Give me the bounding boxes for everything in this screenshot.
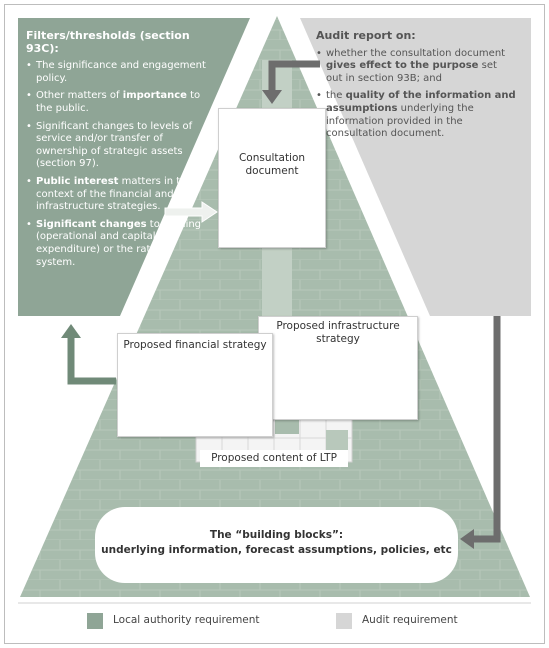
financial-strategy-box: [117, 333, 273, 437]
right-panel-heading: Audit report on:: [316, 29, 416, 42]
list-item: Significant changes to funding (operatio…: [26, 219, 206, 269]
consultation-document-box: [218, 108, 326, 248]
legend-audit-label: Audit requirement: [362, 614, 458, 626]
ltp-label: Proposed content of LTP: [200, 450, 348, 467]
legend-swatch-audit: [336, 613, 352, 629]
list-item: the quality of the information and assum…: [316, 90, 516, 140]
right-panel-list: whether the consultation document gives …: [316, 48, 516, 141]
list-item-text: importance: [122, 90, 187, 102]
list-item-text: to funding (operational and capital expe…: [36, 218, 202, 268]
list-item: Public interest matters in the context o…: [26, 176, 206, 214]
list-item: whether the consultation document gives …: [316, 48, 516, 86]
list-item-text: the: [326, 90, 346, 102]
left-panel-list: The significance and engagement policy. O…: [26, 60, 206, 269]
building-blocks-title: The “building blocks”:: [209, 529, 344, 541]
list-item-text: The significance and engagement policy.: [36, 60, 206, 84]
right-panel: Audit report on: whether the consultatio…: [316, 29, 516, 146]
audit-arrow-right-head: [460, 529, 474, 549]
list-item-text: gives effect to the purpose: [326, 60, 479, 72]
list-item-text: underlying the information provided in t…: [326, 102, 474, 140]
list-item: The significance and engagement policy.: [26, 60, 206, 85]
consultation-document-label: Consultation document: [238, 152, 306, 177]
green-arrow-left-head: [61, 324, 81, 338]
list-item-text: matters in the context of the financial …: [36, 175, 193, 213]
list-item-text: whether the consultation document: [326, 47, 506, 59]
list-item-text: Significant changes to levels of service…: [36, 120, 193, 170]
building-blocks-subtitle: underlying information, forecast assumpt…: [101, 544, 452, 556]
audit-arrow-top-head: [262, 90, 282, 104]
audit-arrow-right: [472, 316, 501, 543]
list-item-text: set out in section 93B; and: [326, 60, 497, 84]
green-arrow-left: [67, 336, 116, 385]
infrastructure-strategy-label: Proposed infrastructure strategy: [276, 320, 400, 345]
left-panel-heading: Filters/thresholds (section 93C):: [26, 29, 190, 55]
list-item-text: quality of the information and assumptio…: [326, 90, 516, 114]
list-item-text: Other matters of: [36, 90, 123, 102]
list-item-text: Significant changes: [36, 218, 147, 230]
financial-strategy-label: Proposed financial strategy: [123, 339, 267, 351]
audit-arrow-top: [268, 60, 320, 92]
left-panel: Filters/thresholds (section 93C): The si…: [26, 29, 206, 274]
list-item: Other matters of importance to the publi…: [26, 90, 206, 115]
building-blocks-box: [95, 507, 458, 583]
infrastructure-strategy-box: [258, 316, 418, 420]
legend-local-label: Local authority requirement: [113, 614, 260, 626]
list-item-text: Public interest: [36, 175, 119, 187]
legend-swatch-local: [87, 613, 103, 629]
list-item-text: to the public.: [36, 90, 201, 114]
list-item: Significant changes to levels of service…: [26, 121, 206, 171]
